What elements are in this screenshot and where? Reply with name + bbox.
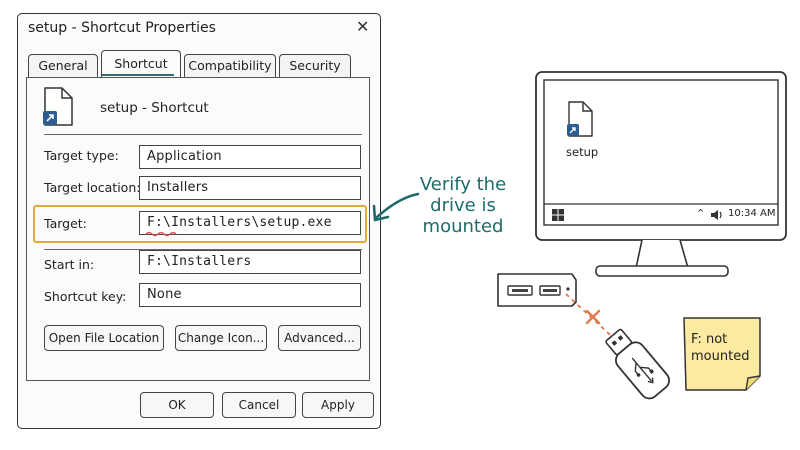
tab-compatibility[interactable]: Compatibility [184, 54, 276, 78]
desktop-icon-label: setup [566, 145, 599, 159]
taskbar-clock: 10:34 AM [728, 208, 776, 219]
tab-shortcut-label: Shortcut [114, 56, 168, 71]
sticky-note-text: F: not mounted [691, 331, 749, 365]
ok-button[interactable]: OK [140, 392, 214, 418]
windows-start-icon[interactable] [551, 208, 565, 222]
verify-annotation: Verify the drive is mounted [408, 174, 518, 237]
advanced-button[interactable]: Advanced... [278, 325, 361, 351]
close-icon[interactable]: ✕ [356, 17, 370, 36]
tray-chevron-icon[interactable]: ⌃ [696, 207, 706, 220]
change-icon-button[interactable]: Change Icon... [175, 325, 267, 351]
active-tab-indicator [102, 74, 174, 76]
divider-top [44, 134, 362, 135]
annotation-line-1: Verify the [419, 174, 507, 195]
usb-port-panel [497, 273, 577, 307]
open-file-location-button[interactable]: Open File Location [44, 325, 164, 351]
sticky-note [683, 317, 761, 391]
usb-drive-icon [605, 328, 670, 400]
sticky-note-line-1: F: not [691, 332, 728, 347]
shortcut-file-icon [43, 87, 73, 126]
desktop-file-icon[interactable] [566, 100, 594, 138]
target-location-field: Installers [139, 176, 361, 200]
tab-compatibility-label: Compatibility [188, 58, 272, 73]
start-in-input[interactable]: F:\Installers [139, 250, 361, 274]
tab-security[interactable]: Security [279, 54, 351, 78]
sticky-note-line-2: mounted [691, 349, 750, 364]
disconnected-link-icon [565, 293, 621, 345]
target-type-label: Target type: [44, 148, 119, 163]
shortcut-key-label: Shortcut key: [44, 289, 127, 304]
shortcut-key-input[interactable]: None [139, 283, 361, 307]
dialog-title: setup - Shortcut Properties [28, 20, 216, 36]
drive-squiggle-underline [145, 231, 177, 237]
target-label: Target: [44, 216, 87, 231]
annotation-arrow-icon [372, 192, 420, 222]
annotation-line-2: drive is [430, 195, 496, 216]
apply-button[interactable]: Apply [302, 392, 374, 418]
cancel-button[interactable]: Cancel [222, 392, 296, 418]
speaker-icon[interactable] [710, 209, 724, 221]
annotation-line-3: mounted [422, 216, 504, 237]
target-highlight-box [33, 205, 367, 243]
target-type-field: Application [139, 145, 361, 169]
tab-general-label: General [38, 58, 88, 73]
target-input[interactable]: F:\Installers\setup.exe [139, 211, 361, 235]
start-in-label: Start in: [44, 257, 95, 272]
shortcut-name: setup - Shortcut [100, 100, 209, 116]
tab-security-label: Security [289, 58, 341, 73]
tab-general[interactable]: General [28, 54, 98, 78]
properties-dialog: setup - Shortcut Properties ✕ General Sh… [17, 13, 381, 429]
target-location-label: Target location: [44, 180, 141, 195]
divider-middle [44, 249, 362, 250]
